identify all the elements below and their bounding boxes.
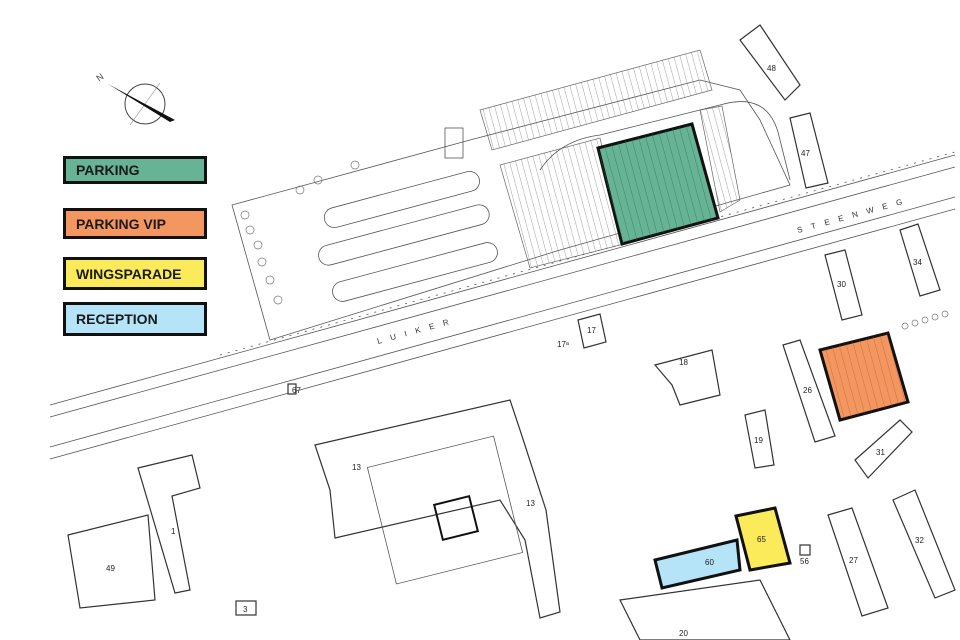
- legend-wingsparade: WINGSPARADE: [63, 257, 207, 290]
- wingsparade-area[interactable]: [734, 506, 792, 572]
- building-label-31: 31: [876, 448, 885, 457]
- building-label-47: 47: [801, 149, 810, 158]
- building-label-27: 27: [849, 556, 858, 565]
- north-parking-field: [231, 49, 791, 341]
- building-label-13-west: 13: [352, 463, 361, 472]
- building-label-13-east: 13: [526, 499, 535, 508]
- building-label-60: 60: [705, 558, 714, 567]
- street-label-steenweg: STEENWEG: [796, 195, 912, 235]
- building-label-56: 56: [800, 557, 809, 566]
- legend-parking: PARKING: [63, 156, 207, 184]
- reception-area[interactable]: [653, 538, 742, 590]
- building-label-19: 19: [754, 436, 763, 445]
- building-label-32: 32: [915, 536, 924, 545]
- building-label-1: 1: [171, 527, 176, 536]
- svg-text:N: N: [94, 71, 105, 83]
- building-label-17a: 17ᵃ: [557, 340, 570, 349]
- building-label-3: 3: [243, 605, 248, 614]
- building-label-17: 17: [587, 326, 596, 335]
- building-label-30: 30: [837, 280, 846, 289]
- building-label-67: 67: [292, 386, 301, 395]
- building-label-48: 48: [767, 64, 776, 73]
- building-label-49: 49: [106, 564, 115, 573]
- building-label-20: 20: [679, 629, 688, 638]
- race-circuit: [318, 127, 498, 302]
- building-label-18: 18: [679, 358, 688, 367]
- building-label-65: 65: [757, 535, 766, 544]
- trees: [240, 160, 949, 330]
- legend-reception: RECEPTION: [63, 302, 207, 336]
- main-road: [49, 151, 956, 460]
- building-label-34: 34: [913, 258, 922, 267]
- legend-parking-vip: PARKING VIP: [63, 208, 207, 239]
- buildings: [67, 24, 956, 640]
- building-label-26: 26: [803, 386, 812, 395]
- street-label-luiker: LUIKER: [376, 315, 458, 346]
- north-arrow-icon: N: [94, 71, 175, 126]
